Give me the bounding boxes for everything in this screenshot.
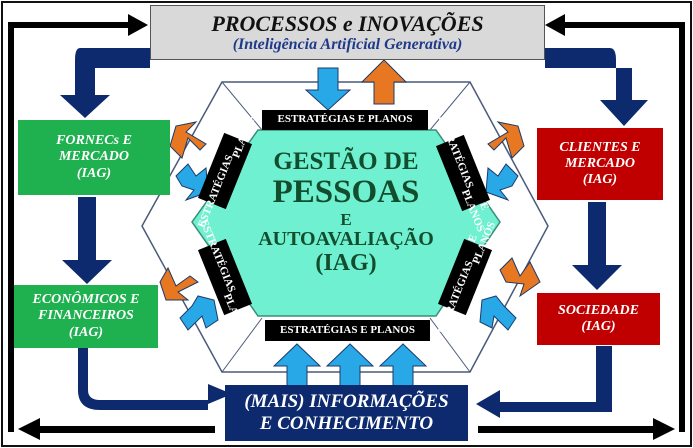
box-line: (IAG): [68, 324, 104, 340]
box-line: FORNECs E: [56, 133, 132, 149]
box-line: (IAG): [76, 165, 112, 181]
box-line: CLIENTES E: [559, 139, 641, 155]
gestao-pessoas-center: GESTÃO DE PESSOAS E AUTOAVALIAÇÃO (IAG): [230, 148, 462, 276]
processos-inovacoes-box: PROCESSOS e INOVAÇÕES (Inteligência Arti…: [150, 5, 545, 60]
box-line: ECONÔMICOS E: [32, 292, 140, 308]
box-line: E CONHECIMENTO: [259, 413, 434, 434]
box-line: SOCIEDADE: [558, 302, 639, 318]
strategies-label-top: ESTRATÉGIAS E PLANOS: [262, 110, 428, 130]
box-line: (IAG): [582, 172, 618, 188]
box-line: MERCADO: [58, 149, 130, 165]
center-line: PESSOAS: [272, 174, 420, 210]
center-line: E: [340, 209, 352, 229]
box-line: FINANCEIROS: [38, 308, 134, 324]
box-line: MERCADO: [564, 155, 636, 171]
box-line: (IAG): [581, 319, 616, 334]
clientes-mercado-box: CLIENTES E MERCADO (IAG): [537, 128, 663, 200]
inner-hexagon: [191, 129, 501, 317]
processos-subtitle: (Inteligência Artificial Generativa): [232, 35, 463, 53]
exchange-arrows: [159, 59, 541, 387]
informacoes-conhecimento-box: (MAIS) INFORMAÇÕES E CONHECIMENTO: [225, 385, 468, 441]
center-line: GESTÃO DE: [273, 148, 419, 175]
navy-flow-arrows: [60, 48, 648, 418]
center-line: AUTOAVALIAÇÃO: [258, 227, 434, 250]
strategies-label-bottom: ESTRATÉGIAS E PLANOS: [265, 320, 430, 341]
center-line: (IAG): [315, 249, 377, 276]
fornecedores-mercado-box: FORNECs E MERCADO (IAG): [18, 120, 170, 195]
processos-title: PROCESSOS e INOVAÇÕES: [211, 10, 484, 36]
box-line: (MAIS) INFORMAÇÕES: [244, 391, 449, 413]
outer-loop-arrows: [8, 14, 685, 440]
sociedade-box: SOCIEDADE (IAG): [537, 293, 660, 345]
economicos-financeiros-box: ECONÔMICOS E FINANCEIROS (IAG): [14, 285, 158, 348]
